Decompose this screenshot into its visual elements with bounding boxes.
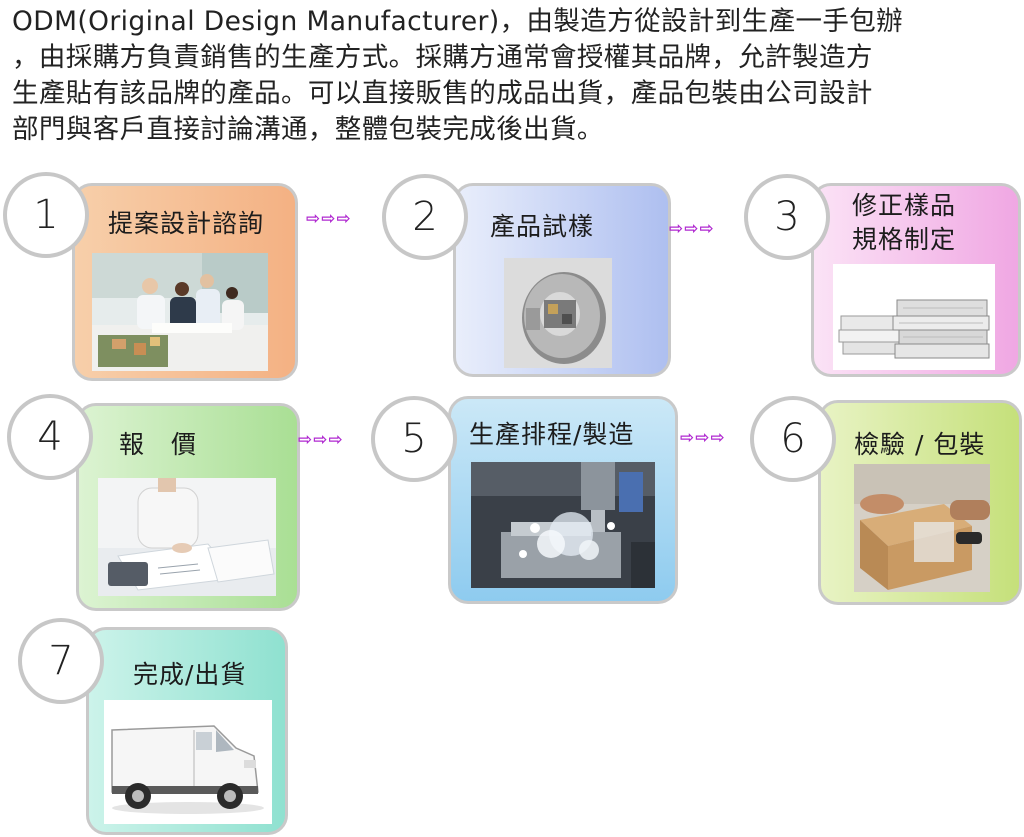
step-3-label-line: 修正樣品 (852, 191, 957, 220)
intro-paragraph: ODM(Original Design Manufacturer)，由製造方從設… (12, 4, 1012, 148)
step-5-number: 5 (371, 396, 457, 482)
box-scanning-photo (854, 464, 990, 592)
metal-part-photo (504, 258, 612, 368)
intro-line: 生產貼有該品牌的產品。可以直接販售的成品出貨，產品包裝由公司設計 (12, 78, 873, 109)
step-5-label: 生產排程/製造 (469, 420, 635, 449)
step-7-number: 7 (18, 618, 104, 704)
step-6-number: 6 (750, 396, 836, 482)
person-papers-photo (98, 478, 276, 596)
step-2-label: 產品試樣 (490, 212, 595, 241)
document-stacks-photo (833, 264, 995, 370)
step-1-number: 1 (3, 172, 89, 258)
double-arrow-right-icon: ⇨⇨⇨ (306, 209, 352, 229)
intro-line: 部門與客戶直接討論溝通，整體包裝完成後出貨。 (12, 114, 604, 145)
step-4-label: 報 價 (119, 430, 198, 459)
step-6-label: 檢驗 / 包裝 (854, 430, 986, 459)
step-3-label: 修正樣品 規格制定 (852, 189, 956, 257)
cnc-machining-photo (471, 462, 655, 588)
step-2-number: 2 (382, 174, 468, 260)
meeting-photo (92, 253, 268, 371)
step-1-label: 提案設計諮詢 (108, 209, 265, 238)
step-7-label: 完成/出貨 (133, 660, 247, 689)
step-3-label-line: 規格制定 (852, 225, 957, 254)
double-arrow-right-icon: ⇨⇨⇨ (669, 219, 715, 239)
intro-line: ODM(Original Design Manufacturer)，由製造方從設… (12, 6, 904, 37)
step-3-number: 3 (744, 174, 830, 260)
double-arrow-right-icon: ⇨⇨⇨ (298, 430, 344, 450)
white-van-photo (104, 700, 272, 824)
step-4-number: 4 (7, 394, 93, 480)
intro-line: ，由採購方負責銷售的生產方式。採購方通常會授權其品牌，允許製造方 (12, 42, 873, 73)
double-arrow-right-icon: ⇨⇨⇨ (680, 428, 726, 448)
